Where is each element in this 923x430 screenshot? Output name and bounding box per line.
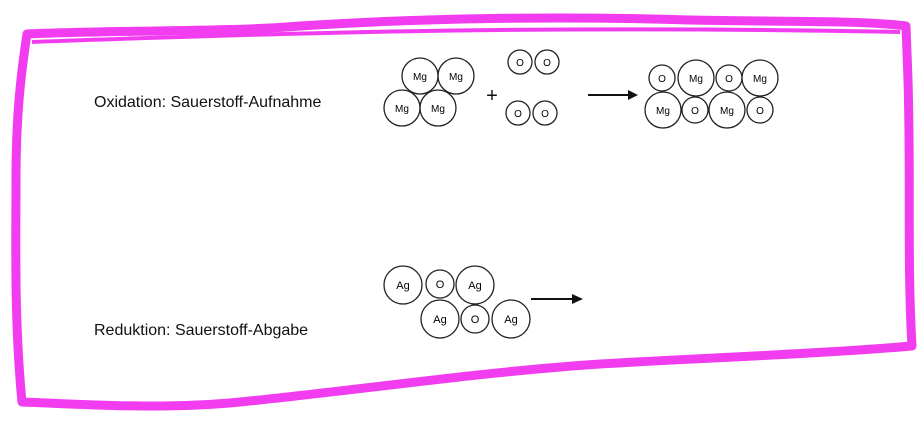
atom-o: [681, 96, 709, 124]
atom-mg: [708, 91, 746, 129]
atom-label: O: [756, 106, 764, 117]
atom-label: O: [514, 109, 522, 120]
oxidation-product-mgo: O Mg O Mg Mg O Mg O: [644, 59, 779, 129]
atom-label: O: [541, 109, 549, 120]
atom-label: Mg: [395, 104, 409, 115]
atom-o: [534, 49, 560, 75]
atom-mg: [437, 57, 475, 95]
atom-o: [460, 304, 490, 334]
atom-ag: [455, 265, 495, 305]
atom-label: Ag: [433, 314, 446, 326]
plus-sign: +: [486, 85, 498, 107]
atom-label: O: [658, 74, 666, 85]
oxidation-reactant-oxygen: O O O O: [505, 49, 560, 126]
atom-label: Ag: [504, 314, 517, 326]
atom-ag: [383, 265, 423, 305]
atom-label: Mg: [753, 74, 767, 85]
atom-mg: [644, 91, 682, 129]
oxidation-label: Oxidation: Sauerstoff-Aufnahme: [94, 94, 322, 111]
atom-o: [746, 96, 774, 124]
atom-mg: [677, 59, 715, 97]
atom-label: O: [543, 58, 551, 69]
atom-label: Mg: [431, 104, 445, 115]
atom-label: Ag: [468, 280, 481, 292]
atom-o: [532, 100, 558, 126]
frame-border-inner: [31, 27, 901, 44]
atom-o: [507, 49, 533, 75]
reduction-reactant-ag2o: Ag O Ag Ag O Ag: [383, 265, 531, 339]
atom-label: Mg: [449, 72, 463, 83]
atom-label: O: [691, 106, 699, 117]
atom-label: O: [471, 314, 480, 326]
atom-label: Mg: [413, 72, 427, 83]
oxidation-reactant-mg: Mg Mg Mg Mg: [383, 57, 475, 127]
frame-border: [11, 13, 917, 411]
atom-label: O: [436, 279, 445, 291]
atom-label: Mg: [720, 106, 734, 117]
reduction-label: Reduktion: Sauerstoff-Abgabe: [94, 322, 309, 339]
atom-o: [425, 269, 455, 299]
atom-label: O: [725, 74, 733, 85]
atom-label: Ag: [396, 280, 409, 292]
oxidation-arrow: [588, 90, 638, 100]
atom-label: Mg: [689, 74, 703, 85]
atom-mg: [419, 89, 457, 127]
atom-o: [505, 100, 531, 126]
reduction-arrow: [531, 294, 583, 304]
atom-o: [648, 64, 676, 92]
atom-label: Mg: [656, 106, 670, 117]
atom-mg: [741, 59, 779, 97]
atom-ag: [420, 299, 460, 339]
atom-label: O: [516, 58, 524, 69]
atom-ag: [491, 299, 531, 339]
